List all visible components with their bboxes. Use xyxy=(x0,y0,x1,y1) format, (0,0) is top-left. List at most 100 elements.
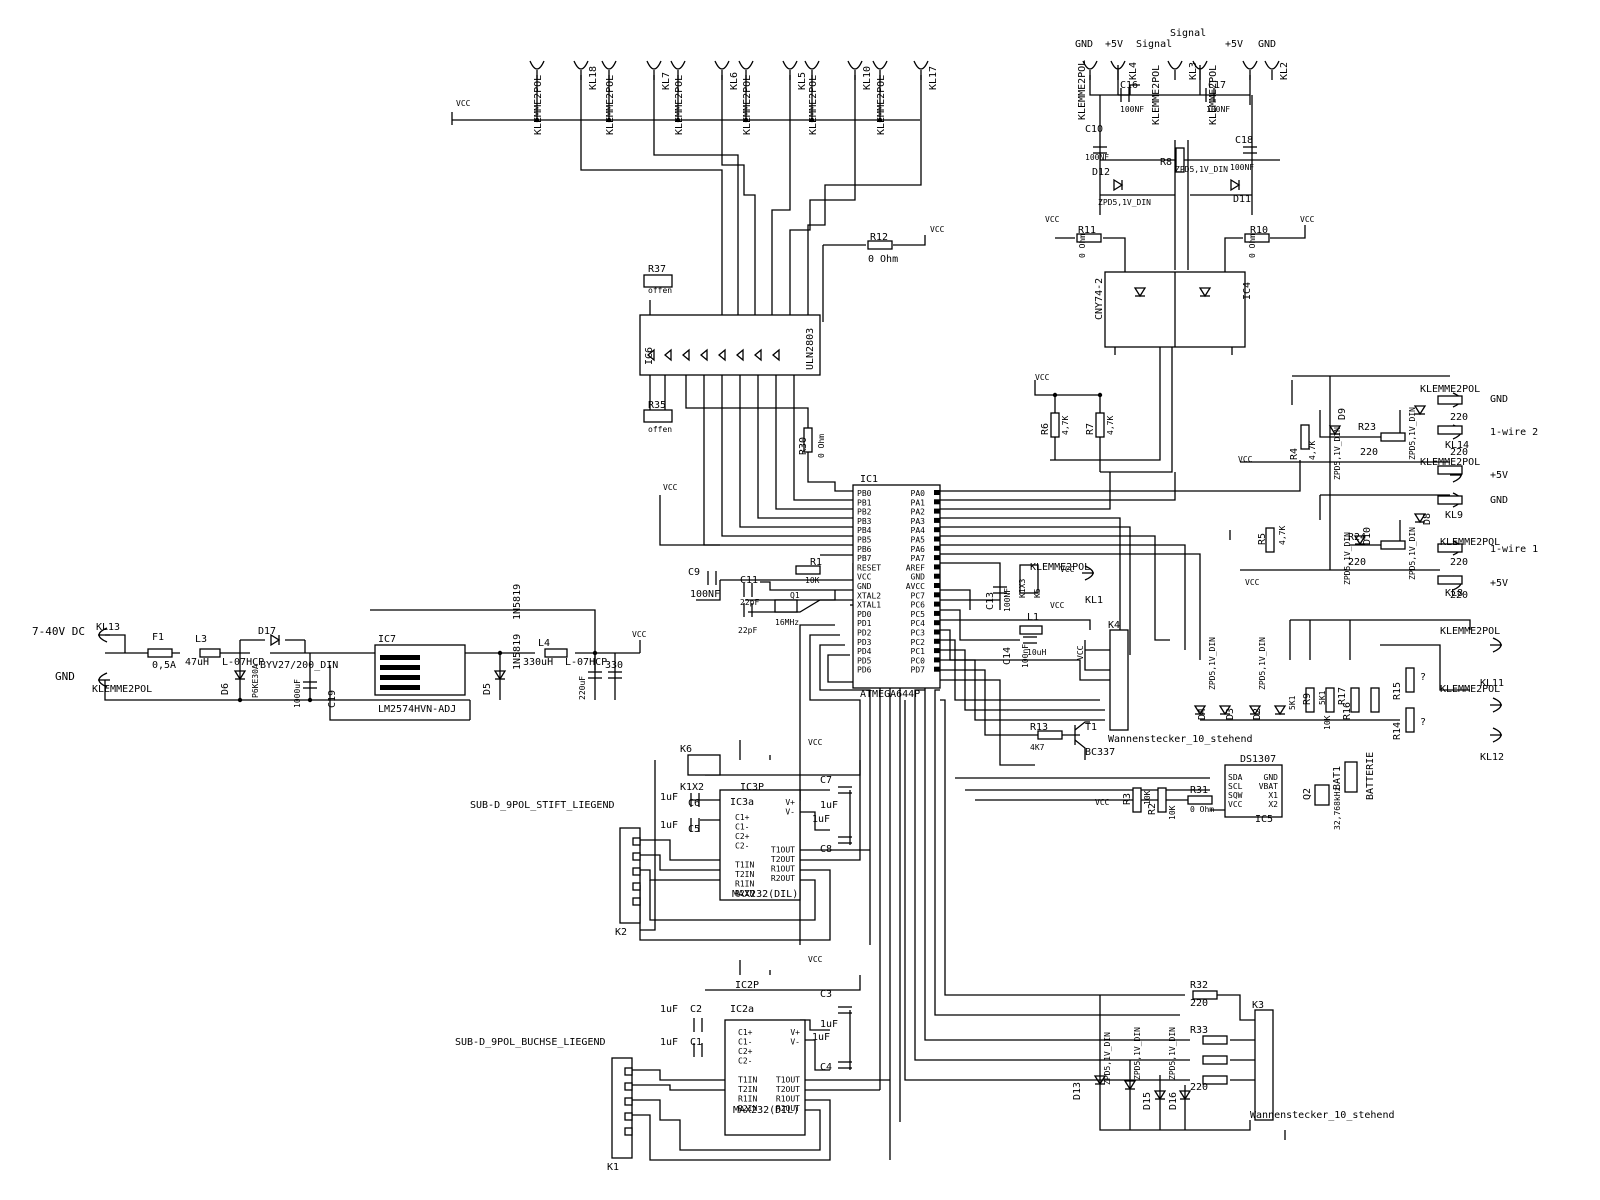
value-c3: 1uF xyxy=(820,1019,838,1030)
pin-label: C1+ xyxy=(738,1028,753,1037)
label-klemme-kl8: KLEMME2POL xyxy=(1440,537,1500,548)
label-kl13: KL13 xyxy=(96,622,120,633)
label-d3: D3 xyxy=(1225,708,1236,720)
label-r4: R4 xyxy=(1289,448,1300,460)
value-c11: 22pF xyxy=(740,598,759,607)
label-r7: R7 xyxy=(1085,423,1096,435)
label-ic2p: IC2P xyxy=(735,980,759,991)
l3-body xyxy=(199,648,221,658)
label-r13: R13 xyxy=(1030,722,1048,733)
pin-label: VBAT xyxy=(1259,782,1278,791)
value-c20: 220uF xyxy=(578,676,587,700)
atmega-left-pins: PB0PB1PB2PB3PB4PB5PB6PB7RESETVCCGNDXTAL2… xyxy=(857,489,881,675)
pin-label: AREF xyxy=(906,563,925,572)
label-r32: R32 xyxy=(1190,980,1208,991)
pin-label: PA6 xyxy=(911,545,926,554)
pin-pad xyxy=(934,508,940,514)
value-d5-2: 1N5819 xyxy=(512,584,523,620)
label-k5: K5 xyxy=(1033,588,1042,598)
value-r24: 220 xyxy=(1348,557,1366,568)
pin-label: PD4 xyxy=(857,647,872,656)
value-r30: 0 Ohm xyxy=(817,434,826,458)
label-klemme: KLEMME2POL xyxy=(1077,60,1088,120)
label-ic2a: IC2a xyxy=(730,1004,754,1015)
label-c7: C7 xyxy=(820,775,832,786)
terminal-kl6 xyxy=(714,60,730,81)
label-c9: C9 xyxy=(688,567,700,578)
pin-label: PC3 xyxy=(911,629,926,638)
net-vcc: VCC xyxy=(808,738,823,747)
label-c19: C19 xyxy=(327,690,338,708)
type-l4: L-07HCP xyxy=(565,657,607,668)
io-top-gnd2: GND xyxy=(1258,39,1276,50)
net-vcc: VCC xyxy=(1060,565,1075,574)
pin-label: PB1 xyxy=(857,498,872,507)
pin-label: RESET xyxy=(857,563,881,572)
label-lm2574: LM2574HVN-ADJ xyxy=(378,704,456,715)
pin-label: GND xyxy=(857,582,872,591)
pin-label: R2IN xyxy=(735,889,754,898)
type-l3: L-07HCP xyxy=(222,657,264,668)
io-r-1wire2: 1-wire 2 xyxy=(1490,427,1538,438)
value-220: 220 xyxy=(1450,447,1468,458)
label-zener: ZPD5,1V_DIN xyxy=(1175,165,1228,174)
pin-label: XTAL1 xyxy=(857,601,881,610)
label-c16: C16 xyxy=(1120,80,1138,91)
pin-label: R2OUT xyxy=(776,1104,800,1113)
l1-body xyxy=(1019,625,1043,635)
r37-body xyxy=(643,274,673,288)
label-klemme: KLEMME2POL xyxy=(674,75,685,135)
net-vcc: VCC xyxy=(930,225,945,234)
label-r23: R23 xyxy=(1358,422,1376,433)
label-d8: D8 xyxy=(1422,513,1433,525)
pin-pad xyxy=(934,610,940,616)
pin-pad xyxy=(934,638,940,644)
net-vcc: VCC xyxy=(1076,645,1085,660)
pin-label: PD2 xyxy=(857,629,872,638)
net-vcc: VCC xyxy=(808,955,823,964)
value-r4: 4,7K xyxy=(1308,441,1317,460)
pin-pad xyxy=(934,592,940,598)
pin-pad xyxy=(934,555,940,561)
label-kl4: KL4 xyxy=(1128,62,1139,80)
pin-label: PB4 xyxy=(857,526,872,535)
label-r37: R37 xyxy=(648,264,666,275)
label-klemme-kl12: KLEMME2POL xyxy=(1440,684,1500,695)
label-k1: K1 xyxy=(607,1162,619,1173)
label-r31: R31 xyxy=(1190,785,1208,796)
value-r18: 10K xyxy=(1323,715,1332,730)
pin-label: R1OUT xyxy=(771,865,795,874)
label-kl1: KL1 xyxy=(1085,595,1103,606)
value-220: 220 xyxy=(1450,412,1468,423)
max232-ic2-pins: C1+C1-C2+C2-T1INT2INR1INR2INV+V-T1OUTT2O… xyxy=(738,1028,800,1113)
r31-body xyxy=(1187,795,1213,805)
label-zener: ZPD5,1V_DIN xyxy=(1408,527,1417,580)
net-vcc: VCC xyxy=(1095,798,1110,807)
label-kl12: KL12 xyxy=(1480,752,1504,763)
label-zener: ZPD5,1V_DIN xyxy=(1103,1032,1112,1085)
pin-pad xyxy=(934,620,940,626)
pin-label: R1IN xyxy=(735,880,754,889)
label-r9: R9 xyxy=(1302,693,1313,705)
value-t1: BC337 xyxy=(1085,747,1115,758)
value-220: 220 xyxy=(1450,557,1468,568)
label-r15: R15 xyxy=(1392,682,1403,700)
value-rq: ? xyxy=(1420,717,1426,728)
pin-pad xyxy=(934,666,940,672)
pin-pad xyxy=(934,657,940,663)
pin-label: VCC xyxy=(1228,800,1243,809)
pin-label: PC4 xyxy=(911,619,926,628)
value-f1: 0,5A xyxy=(152,660,176,671)
pin-label: T1OUT xyxy=(776,1076,800,1085)
label-r35: R35 xyxy=(648,400,666,411)
label-r5: R5 xyxy=(1257,533,1268,545)
value-r7: 4,7K xyxy=(1106,416,1115,435)
pin-label: T2IN xyxy=(735,870,754,879)
value-c18: 100NF xyxy=(1230,163,1254,172)
label-d9: D9 xyxy=(1337,408,1348,420)
label-zener: ZPD5,1V_DIN xyxy=(1343,532,1352,585)
pin-label: PC2 xyxy=(911,638,926,647)
net-vcc: VCC xyxy=(456,99,471,108)
label-r12: R12 xyxy=(870,232,888,243)
label-zener: ZPD5,1V_DIN xyxy=(1208,637,1217,690)
